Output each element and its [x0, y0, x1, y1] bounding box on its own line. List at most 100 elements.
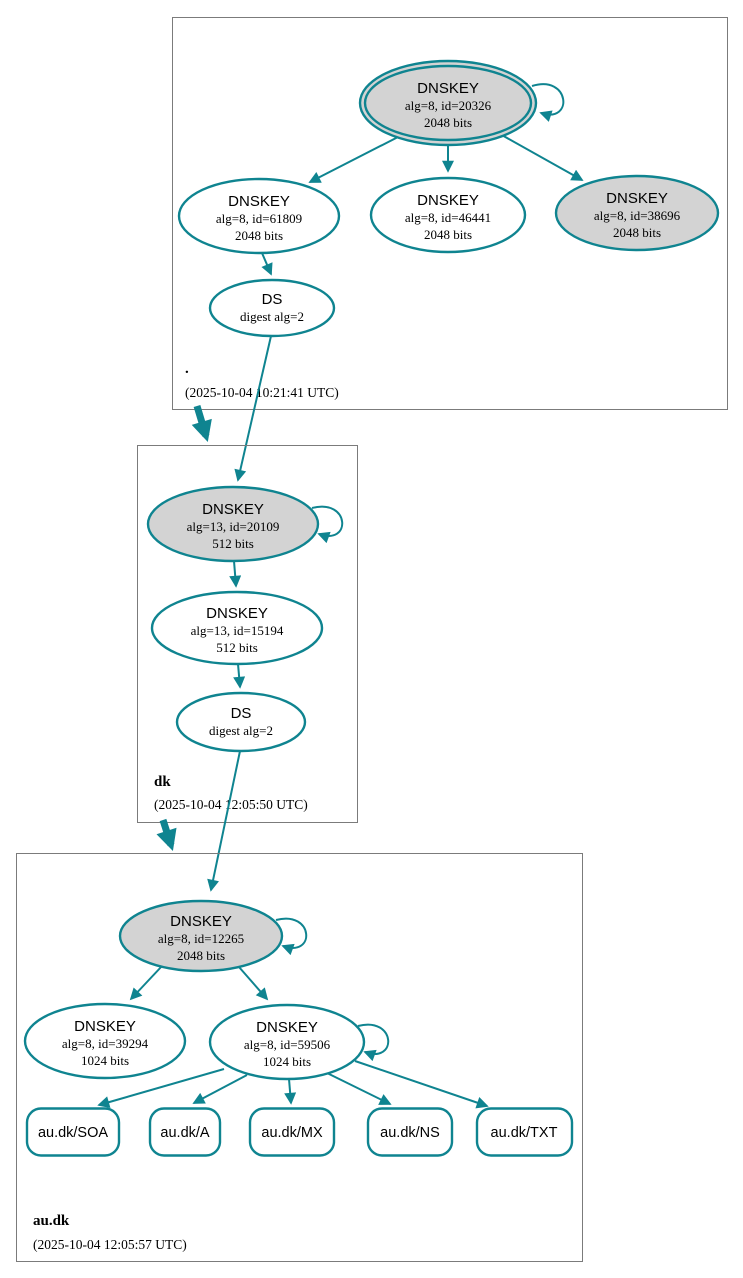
dnskey-15194-ellipse[interactable]: [150, 590, 324, 666]
node-dnskey-20326[interactable]: DNSKEY alg=8, id=20326 2048 bits: [358, 59, 538, 147]
zone-dk: DNSKEY alg=13, id=20109 512 bits DNSKEY …: [137, 445, 358, 823]
dnskey-59506-bits: 1024 bits: [263, 1054, 311, 1069]
zone-dk-box: [137, 445, 358, 823]
node-dnskey-39294[interactable]: DNSKEY alg=8, id=39294 1024 bits: [23, 1002, 187, 1080]
dnskey-61809-detail: alg=8, id=61809: [216, 211, 302, 226]
dnskey-38696-ellipse[interactable]: [554, 174, 720, 252]
zone-audk-label: au.dk: [33, 1213, 70, 1229]
dnskey-20326-ellipse[interactable]: [363, 64, 533, 142]
edge-selfsign-dnskey-59506: [357, 1023, 390, 1062]
ds-root-ellipse[interactable]: [208, 278, 336, 338]
dnskey-59506-title: DNSKEY: [256, 1019, 318, 1036]
rrset-soa-label: au.dk/SOA: [38, 1125, 108, 1141]
rrset-ns-label: au.dk/NS: [380, 1125, 440, 1141]
ds-dk-title: DS: [231, 705, 252, 722]
dnskey-61809-bits: 2048 bits: [235, 228, 283, 243]
edge-dnskey-12265-to-39294: [129, 965, 163, 1001]
zone-root-label: .: [185, 361, 189, 377]
dnskey-59506-ellipse[interactable]: [208, 1003, 366, 1081]
dnskey-38696-detail: alg=8, id=38696: [594, 208, 681, 223]
rrset-txt-box[interactable]: [475, 1107, 574, 1157]
rrset-ns-box[interactable]: [366, 1107, 454, 1157]
dnskey-46441-title: DNSKEY: [417, 192, 479, 209]
dnskey-20326-detail: alg=8, id=20326: [405, 98, 492, 113]
edge-dnskey-59506-to-soa: [97, 1068, 225, 1108]
edge-dnskey-59506-to-mx: [284, 1078, 297, 1105]
node-dnskey-61809[interactable]: DNSKEY alg=8, id=61809 2048 bits: [177, 177, 341, 255]
dnskey-61809-ellipse[interactable]: [177, 177, 341, 255]
rrset-a-label: au.dk/A: [160, 1125, 209, 1141]
dnskey-39294-detail: alg=8, id=39294: [62, 1036, 149, 1051]
edge-dnskey-12265-to-59506: [238, 966, 269, 1001]
dnskey-15194-bits: 512 bits: [216, 640, 258, 655]
edge-selfsign-dnskey-20326: [531, 83, 565, 122]
dnskey-39294-bits: 1024 bits: [81, 1053, 129, 1068]
edge-delegation-dk-to-audk: [156, 818, 177, 852]
edge-ds-root-to-dnskey-20109: [234, 335, 272, 482]
dnskey-20326-title: DNSKEY: [417, 80, 479, 97]
ds-dk-ellipse[interactable]: [175, 691, 307, 753]
dnskey-20326-bits: 2048 bits: [424, 115, 472, 130]
rrset-txt-label: au.dk/TXT: [491, 1125, 558, 1141]
dnskey-61809-title: DNSKEY: [228, 193, 290, 210]
edge-dnskey-20109-to-15194: [229, 560, 242, 588]
rrset-soa-box[interactable]: [25, 1107, 121, 1157]
dnskey-12265-detail: alg=8, id=12265: [158, 931, 244, 946]
edge-dnskey-20326-to-61809: [308, 136, 399, 183]
zone-audk-box: [16, 853, 583, 1262]
dnskey-12265-title: DNSKEY: [170, 913, 232, 930]
edge-selfsign-dnskey-12265: [275, 917, 308, 956]
zone-audk: DNSKEY alg=8, id=12265 2048 bits DNSKEY …: [16, 853, 583, 1262]
node-dnskey-38696[interactable]: DNSKEY alg=8, id=38696 2048 bits: [554, 174, 720, 252]
node-dnskey-12265[interactable]: DNSKEY alg=8, id=12265 2048 bits: [118, 899, 284, 973]
rrset-a-box[interactable]: [148, 1107, 222, 1157]
dnskey-15194-title: DNSKEY: [206, 605, 268, 622]
edge-dnskey-20326-to-38696: [499, 133, 584, 181]
node-rrset-txt[interactable]: au.dk/TXT: [475, 1107, 574, 1157]
node-ds-dk[interactable]: DS digest alg=2: [175, 691, 307, 753]
dnskey-38696-title: DNSKEY: [606, 190, 668, 207]
dnskey-39294-ellipse[interactable]: [23, 1002, 187, 1080]
rrset-mx-box[interactable]: [248, 1107, 336, 1157]
zone-root: DNSKEY alg=8, id=20326 2048 bits DNSKEY …: [172, 17, 728, 410]
node-ds-root[interactable]: DS digest alg=2: [208, 278, 336, 338]
edge-dnskey-59506-to-txt: [354, 1060, 489, 1109]
dnskey-20109-title: DNSKEY: [202, 501, 264, 518]
node-dnskey-59506[interactable]: DNSKEY alg=8, id=59506 1024 bits: [208, 1003, 366, 1081]
edge-dnskey-59506-to-a: [192, 1074, 248, 1104]
zone-root-timestamp: (2025-10-04 10:21:41 UTC): [185, 385, 339, 400]
dnskey-20109-bits: 512 bits: [212, 536, 254, 551]
ds-root-title: DS: [262, 291, 283, 308]
ds-root-detail: digest alg=2: [240, 309, 304, 324]
node-rrset-ns[interactable]: au.dk/NS: [366, 1107, 454, 1157]
dnskey-46441-ellipse[interactable]: [369, 176, 527, 254]
node-rrset-mx[interactable]: au.dk/MX: [248, 1107, 336, 1157]
dnskey-59506-detail: alg=8, id=59506: [244, 1037, 331, 1052]
dnskey-20109-detail: alg=13, id=20109: [187, 519, 280, 534]
dnskey-38696-bits: 2048 bits: [613, 225, 661, 240]
edge-delegation-root-to-dk: [191, 404, 212, 443]
edge-dnskey-59506-to-ns: [326, 1072, 392, 1105]
edge-dnskey-15194-to-ds: [233, 663, 246, 689]
dnskey-12265-ellipse[interactable]: [118, 899, 284, 973]
node-rrset-soa[interactable]: au.dk/SOA: [25, 1107, 121, 1157]
node-rrset-a[interactable]: au.dk/A: [148, 1107, 222, 1157]
node-dnskey-20109[interactable]: DNSKEY alg=13, id=20109 512 bits: [146, 485, 320, 563]
zone-dk-timestamp: (2025-10-04 12:05:50 UTC): [154, 797, 308, 812]
edge-dnskey-61809-to-ds: [261, 252, 273, 276]
ds-dk-detail: digest alg=2: [209, 723, 273, 738]
edge-selfsign-dnskey-20109: [311, 505, 344, 544]
rrset-mx-label: au.dk/MX: [261, 1125, 323, 1141]
edge-ds-dk-to-dnskey-12265: [207, 750, 241, 892]
dnskey-12265-bits: 2048 bits: [177, 948, 225, 963]
dnskey-20109-ellipse[interactable]: [146, 485, 320, 563]
zone-audk-timestamp: (2025-10-04 12:05:57 UTC): [33, 1237, 187, 1252]
dnskey-15194-detail: alg=13, id=15194: [191, 623, 284, 638]
node-dnskey-46441[interactable]: DNSKEY alg=8, id=46441 2048 bits: [369, 176, 527, 254]
dnskey-46441-detail: alg=8, id=46441: [405, 210, 491, 225]
dnskey-46441-bits: 2048 bits: [424, 227, 472, 242]
zone-root-box: [172, 17, 728, 410]
dnskey-39294-title: DNSKEY: [74, 1018, 136, 1035]
node-dnskey-15194[interactable]: DNSKEY alg=13, id=15194 512 bits: [150, 590, 324, 666]
